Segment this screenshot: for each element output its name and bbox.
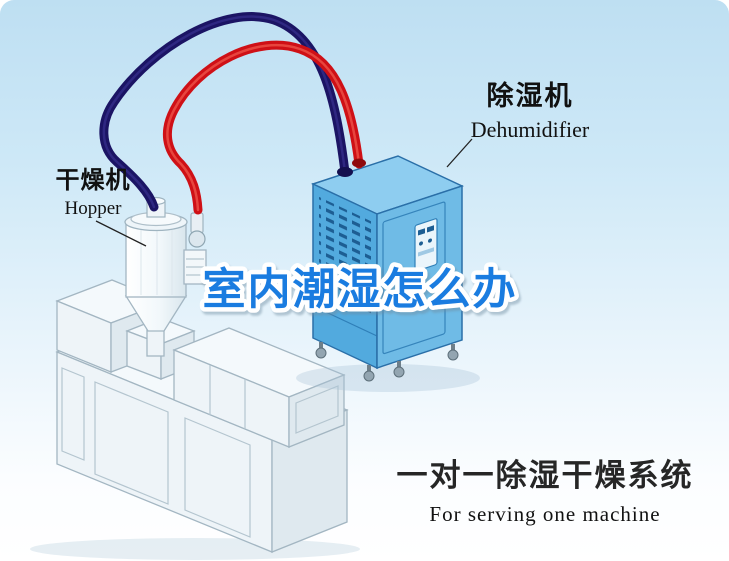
hose-connector-red xyxy=(352,158,366,168)
machine-shadow xyxy=(30,538,360,560)
hopper-illustration xyxy=(124,196,207,357)
caption-en: For serving one machine xyxy=(429,502,661,526)
dehumidifier-label-zh: 除湿机 xyxy=(486,81,574,111)
caption-zh: 一对一除湿干燥系统 xyxy=(396,458,694,493)
dehumidifier-leader-line xyxy=(446,138,473,168)
hopper-label-zh: 干燥机 xyxy=(55,167,131,194)
dehumidifier-illustration xyxy=(296,155,480,392)
dehumidifier-label-en: Dehumidifier xyxy=(470,117,590,142)
hopper-label: 干燥机 Hopper xyxy=(43,160,143,220)
caster-wheels xyxy=(315,342,459,382)
hopper-leader-line xyxy=(95,220,147,247)
dehumidifier-label: 除湿机 Dehumidifier xyxy=(455,74,605,143)
caption-block: 一对一除湿干燥系统 For serving one machine xyxy=(385,450,705,527)
hopper-label-en: Hopper xyxy=(64,198,122,219)
vent-grille xyxy=(319,196,371,314)
service-door xyxy=(382,201,446,355)
dry-air-hose-red xyxy=(162,40,364,215)
dehumidifier-shadow xyxy=(296,364,480,392)
hopper-blower xyxy=(190,212,204,234)
molding-machine-illustration xyxy=(30,279,360,560)
hose-connector-navy xyxy=(337,167,353,177)
